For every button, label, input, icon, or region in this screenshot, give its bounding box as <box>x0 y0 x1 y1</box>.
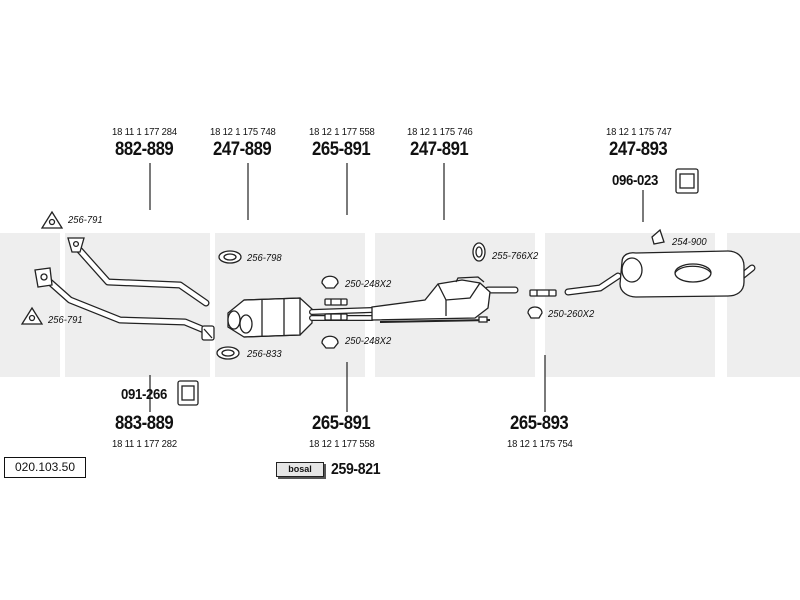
part-number: 265-891 <box>312 413 371 434</box>
part-number: 247-889 <box>213 139 272 160</box>
rear-muffler <box>619 250 745 298</box>
front-silencer <box>227 297 313 338</box>
front-hanger-number: 091-266 <box>121 386 167 403</box>
accessory-label: 255-766X2 <box>492 250 539 262</box>
catalog-number: 020.103.50 <box>4 457 86 478</box>
part-number: 247-891 <box>410 139 469 160</box>
front-pipes <box>39 241 213 336</box>
oem-number: 18 12 1 177 558 <box>309 438 375 450</box>
accessory-label: 254-900 <box>672 236 707 248</box>
accessory-label: 250-248X2 <box>345 335 392 347</box>
oem-number: 18 11 1 177 284 <box>112 126 177 138</box>
stamp-part-number: 259-821 <box>331 461 381 478</box>
front-flanges <box>34 237 215 341</box>
oem-number: 18 12 1 175 748 <box>210 126 276 138</box>
rear-hanger-number: 096-023 <box>612 172 658 189</box>
oem-number: 18 11 1 177 282 <box>112 438 177 450</box>
part-number: 247-893 <box>609 139 668 160</box>
oem-number: 18 12 1 175 754 <box>507 438 573 450</box>
accessory-label: 256-791 <box>68 214 103 226</box>
joint-clamps <box>324 289 557 321</box>
hanger-icons <box>177 168 699 406</box>
accessory-label: 250-248X2 <box>345 278 392 290</box>
accessory-icons <box>20 210 665 360</box>
accessory-label: 256-798 <box>247 252 282 264</box>
accessory-label: 256-791 <box>48 314 83 326</box>
part-number: 883-889 <box>115 413 174 434</box>
bosal-stamp-logo: bosal <box>276 462 324 477</box>
part-number: 882-889 <box>115 139 174 160</box>
part-number: 265-891 <box>312 139 371 160</box>
oem-number: 18 12 1 175 747 <box>606 126 672 138</box>
middle-silencer <box>371 276 491 323</box>
oem-number: 18 12 1 175 746 <box>407 126 473 138</box>
watermark-logo <box>0 233 800 377</box>
oem-number: 18 12 1 177 558 <box>309 126 375 138</box>
leader-lines <box>149 163 644 412</box>
part-number: 265-893 <box>510 413 569 434</box>
accessory-label: 256-833 <box>247 348 282 360</box>
accessory-label: 250-260X2 <box>548 308 595 320</box>
